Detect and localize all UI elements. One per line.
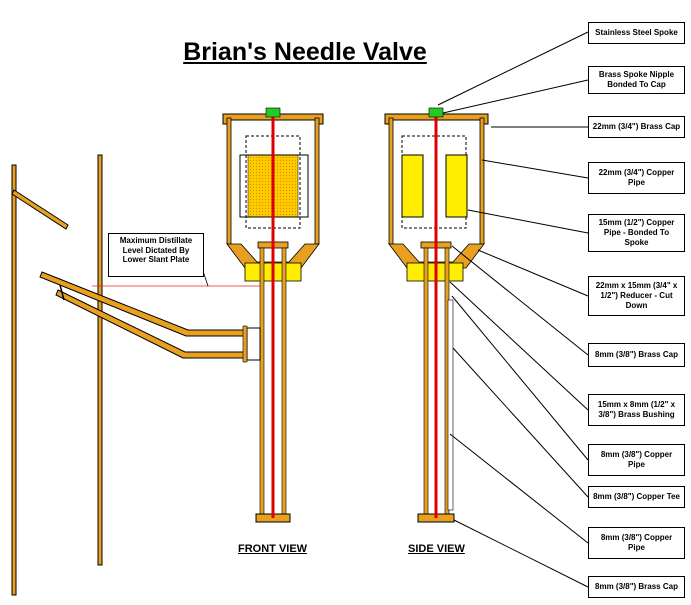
leader-lines <box>437 31 589 588</box>
callout-8mm-brass-cap-top: 8mm (3/8") Brass Cap <box>588 343 685 367</box>
callout-22mm-brass-cap: 22mm (3/4") Brass Cap <box>588 116 685 138</box>
callout-brass-spoke-nipple: Brass Spoke Nipple Bonded To Cap <box>588 66 685 94</box>
diagram-title: Brian's Needle Valve <box>183 38 427 66</box>
callout-22mm-copper-pipe: 22mm (3/4") Copper Pipe <box>588 162 685 194</box>
column-wall-right <box>97 154 103 566</box>
callout-brass-bushing: 15mm x 8mm (1/2" x 3/8") Brass Bushing <box>588 394 685 426</box>
callout-8mm-copper-pipe-2: 8mm (3/8") Copper Pipe <box>588 527 685 559</box>
callout-8mm-copper-tee: 8mm (3/8") Copper Tee <box>588 486 685 508</box>
front-view-label: FRONT VIEW <box>238 543 308 555</box>
callout-stainless-steel-spoke: Stainless Steel Spoke <box>588 22 685 44</box>
distillate-level-note: Maximum Distillate Level Dictated By Low… <box>108 233 204 277</box>
still-column <box>11 154 246 596</box>
callout-8mm-copper-pipe-1: 8mm (3/8") Copper Pipe <box>588 444 685 476</box>
front-view <box>222 107 324 523</box>
callout-reducer: 22mm x 15mm (3/4" x 1/2") Reducer - Cut … <box>588 276 685 316</box>
column-wall-left <box>11 164 17 596</box>
side-view-label: SIDE VIEW <box>408 543 465 555</box>
side-view <box>384 107 489 523</box>
upper-slant-plate <box>11 189 69 230</box>
callout-15mm-copper-pipe: 15mm (1/2") Copper Pipe - Bonded To Spok… <box>588 214 685 252</box>
callout-8mm-brass-cap-bottom: 8mm (3/8") Brass Cap <box>588 576 685 598</box>
upper-takeoff-pipe <box>39 271 246 337</box>
lower-slant-plate <box>55 289 246 359</box>
